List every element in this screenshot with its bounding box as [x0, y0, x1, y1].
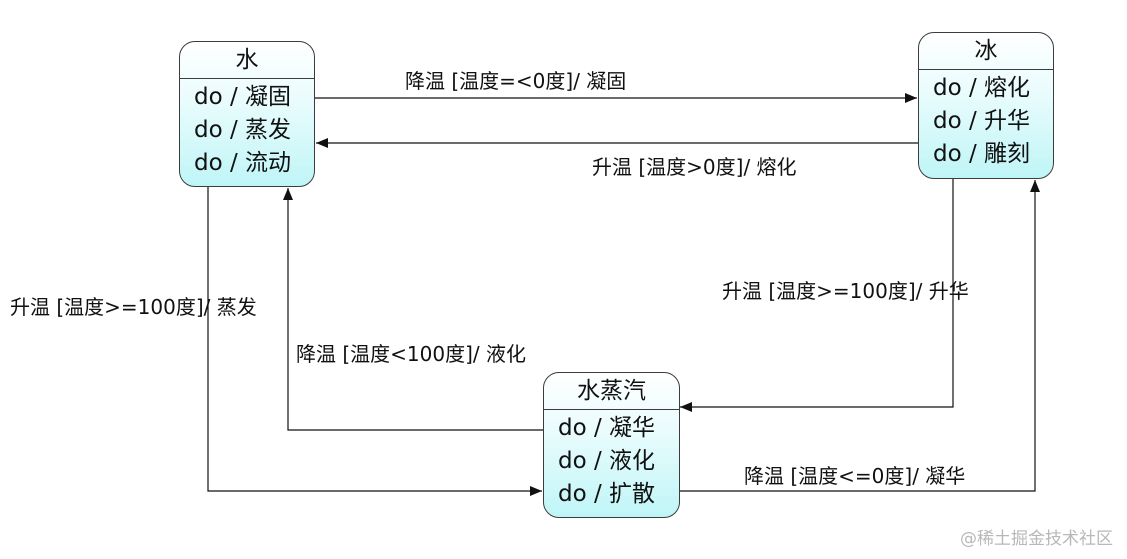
edge-ice-to-steam: [680, 179, 954, 412]
state-water-title: 水: [180, 42, 314, 79]
activity: do / 升华: [933, 108, 1031, 134]
state-steam: 水蒸汽 do / 凝华 do / 液化 do / 扩散: [543, 372, 680, 518]
activity: do / 凝华: [558, 415, 656, 441]
label-water-to-steam: 升温 [温度>=100度]/ 蒸发: [10, 295, 257, 319]
activity: do / 流动: [194, 150, 292, 176]
activity: do / 凝固: [194, 84, 292, 110]
label-steam-to-water: 降温 [温度<100度]/ 液化: [296, 342, 526, 366]
activity: do / 雕刻: [933, 141, 1031, 167]
state-ice-title: 冰: [919, 33, 1053, 70]
state-ice: 冰 do / 熔化 do / 升华 do / 雕刻: [918, 32, 1054, 179]
edge-steam-to-ice: [680, 180, 1040, 492]
state-water-activities: do / 凝固 do / 蒸发 do / 流动: [180, 79, 314, 180]
activity: do / 液化: [558, 448, 656, 474]
watermark: @稀土掘金技术社区: [960, 529, 1113, 549]
state-steam-title: 水蒸汽: [544, 373, 679, 410]
state-steam-activities: do / 凝华 do / 液化 do / 扩散: [544, 410, 679, 511]
label-ice-to-steam: 升温 [温度>=100度]/ 升华: [722, 279, 969, 303]
activity: do / 蒸发: [194, 117, 292, 143]
state-ice-activities: do / 熔化 do / 升华 do / 雕刻: [919, 70, 1053, 171]
state-water: 水 do / 凝固 do / 蒸发 do / 流动: [179, 41, 315, 187]
label-water-to-ice: 降温 [温度=<0度]/ 凝固: [405, 69, 627, 93]
edge-water-to-steam: [207, 187, 542, 496]
label-ice-to-water: 升温 [温度>0度]/ 熔化: [592, 155, 797, 179]
activity: do / 扩散: [558, 481, 656, 507]
edge-steam-to-water: [283, 188, 543, 431]
activity: do / 熔化: [933, 75, 1031, 101]
label-steam-to-ice: 降温 [温度<=0度]/ 凝华: [744, 464, 966, 488]
